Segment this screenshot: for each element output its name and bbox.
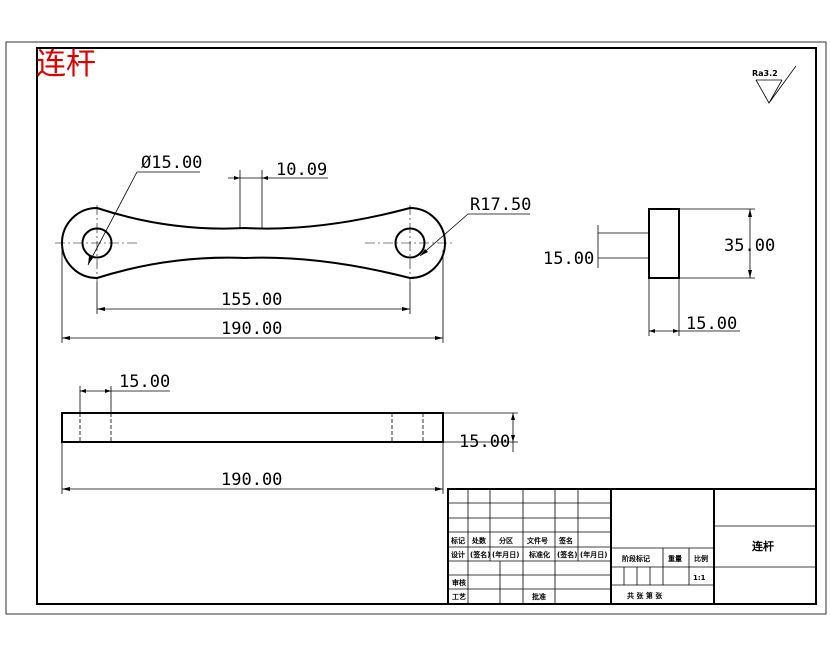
tb-standard-sign: (签名) (557, 550, 577, 559)
side-hole-dim: 15.00 (543, 249, 594, 269)
tb-header-doc: 文件号 (527, 536, 548, 545)
tb-design-date: (年月日) (492, 550, 519, 559)
front-view: Ø15.00 10.09 R17.50 155.00 190.00 (55, 153, 531, 343)
top-thickness-dim: 15.00 (459, 432, 510, 452)
side-width-dim: 15.00 (686, 314, 737, 334)
neck-width-dim: 10.09 (276, 160, 327, 180)
tb-header-zone: 分区 (499, 536, 513, 545)
tb-process: 工艺 (452, 592, 466, 601)
tb-standard: 标准化 (528, 550, 550, 559)
tb-standard-date: (年月日) (580, 550, 607, 559)
tb-design-sign: (签名) (470, 550, 490, 559)
tb-weight: 重量 (668, 554, 682, 563)
tb-review: 审核 (452, 578, 466, 587)
title-block: 标记 处数 分区 文件号 签名 设计 (签名) (年月日) 标准化 (签名) (… (447, 488, 817, 605)
top-overall-length-dim: 190.00 (221, 470, 282, 490)
tb-scale: 比例 (694, 554, 708, 563)
top-view: 15.00 15.00 190.00 (61, 372, 518, 494)
paper-border (5, 41, 827, 615)
tb-scale-value: 1:1 (693, 574, 706, 582)
end-radius-dim: R17.50 (470, 195, 531, 215)
tb-header-sign: 签名 (558, 536, 573, 545)
tb-stage: 阶段标记 (622, 554, 650, 563)
hole-diameter-dim: Ø15.00 (141, 153, 202, 173)
side-view: 15.00 35.00 15.00 (543, 208, 775, 336)
tb-sheets: 共 张 第 张 (627, 591, 663, 600)
tb-header-count: 处数 (471, 536, 487, 545)
roughness-value: Ra3.2 (752, 69, 778, 78)
tb-part-name: 连杆 (752, 539, 774, 553)
drawing-frame (36, 47, 817, 605)
tb-approve: 批准 (532, 592, 546, 601)
side-height-dim: 35.00 (724, 236, 775, 256)
page-title: 连杆 (36, 47, 96, 82)
front-overall-length-dim: 190.00 (221, 319, 282, 339)
top-view-body (61, 412, 444, 443)
top-boss-width-dim: 15.00 (119, 372, 170, 392)
tb-design: 设计 (451, 550, 465, 559)
side-view-body (648, 208, 680, 279)
center-distance-dim: 155.00 (221, 290, 282, 310)
tb-header-mark: 标记 (450, 536, 465, 545)
roughness-symbol: Ra3.2 (752, 65, 797, 104)
